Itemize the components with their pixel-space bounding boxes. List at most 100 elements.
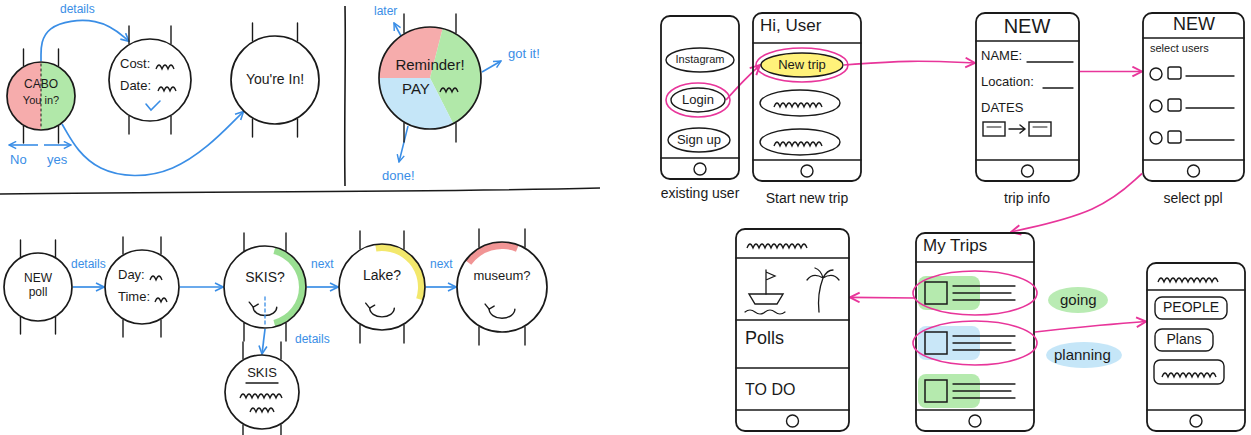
watch-strap (478, 327, 479, 345)
shape-outline (915, 232, 1035, 432)
sketch-group (666, 83, 730, 117)
sketch-stroke (745, 310, 785, 314)
selection-ring (666, 83, 730, 117)
sketch-group (753, 13, 861, 181)
watch-strap (455, 14, 456, 33)
sketch-stroke (661, 157, 739, 159)
watch-strap (20, 240, 21, 257)
screen-text: NAME: (981, 48, 1022, 64)
watch-strap (243, 233, 244, 251)
screen-text: Sign up (677, 132, 721, 148)
screen-text: Reminder! (395, 56, 464, 74)
watch-strap (128, 26, 129, 44)
watch-strap (359, 325, 360, 343)
button-outline (761, 53, 843, 77)
flow-arrow (850, 297, 915, 299)
shape-outline (752, 12, 862, 182)
watch-screen: Lake? (338, 243, 426, 331)
flow-arrow (73, 286, 104, 288)
watch-strap (359, 231, 360, 249)
phone-screen: PEOPLEPlans (1146, 262, 1246, 432)
note-label: done! (380, 168, 417, 184)
scribble (150, 276, 162, 280)
scribble (774, 103, 822, 107)
screen-text: DATES (981, 100, 1023, 116)
screen-text: You're In! (246, 71, 304, 88)
screen-text: Polls (745, 328, 784, 350)
sketch-stroke (736, 257, 849, 258)
phone-frame (1147, 263, 1245, 431)
screen-text: SKIS? (245, 269, 285, 286)
watch-face (379, 27, 481, 129)
sketch-group (224, 233, 306, 341)
sketch-group (4, 240, 72, 334)
sketch-stroke (953, 335, 1015, 336)
watch-screen: SKIS? (223, 245, 307, 329)
watch-face (4, 253, 72, 321)
sketch-stroke (953, 397, 1015, 398)
watch-color-zone (273, 247, 306, 326)
sketch-stroke (766, 270, 775, 294)
screen-caption: existing user (661, 185, 740, 202)
sketch-stroke (1186, 75, 1234, 76)
button-outline (760, 90, 840, 116)
status-blob (1046, 342, 1122, 368)
watch-face (225, 355, 299, 429)
screen-text: SKIS (247, 365, 277, 381)
watch-strap (122, 320, 123, 337)
watch-screen: CABOYou in? (6, 61, 76, 131)
scribble (774, 142, 822, 146)
button-outline (760, 129, 840, 155)
watch-screen: NEW poll (3, 252, 73, 322)
sketch-stroke (753, 159, 861, 161)
watch-strap (58, 126, 59, 143)
sketch-stroke (987, 127, 1001, 128)
watch-strap (403, 14, 404, 33)
divider-line (0, 188, 600, 194)
watch-color-zone (466, 242, 519, 265)
watch-strap (242, 425, 243, 435)
screen-caption: Start new trip (766, 190, 848, 207)
flow-arrow (262, 329, 265, 354)
scribble (158, 87, 176, 91)
screen-caption: trip info (1004, 190, 1050, 207)
flow-arrow (844, 61, 975, 65)
sketch-group (736, 229, 849, 431)
home-button (1188, 165, 1200, 177)
watch-strap (285, 323, 286, 341)
edge-label: next (428, 257, 455, 271)
date-box (983, 122, 1005, 136)
phone-frame (661, 16, 739, 179)
sketch-stroke (1186, 107, 1234, 108)
watch-strap (524, 327, 525, 345)
note-label: going (1058, 291, 1099, 309)
screen-text: Date: (120, 78, 151, 94)
home-button (801, 165, 813, 177)
screen-text: TO DO (745, 380, 795, 399)
sketch-stroke (246, 382, 278, 383)
watch-strap (160, 237, 161, 254)
watch-strap (128, 116, 129, 134)
sketch-group (109, 26, 191, 134)
sketch-stroke (1186, 139, 1234, 140)
phone-frame (1143, 13, 1244, 181)
watch-screen: SKIS (224, 354, 300, 430)
phone-frame (976, 13, 1079, 181)
sketch-group (457, 229, 547, 345)
screen-text: CABO (24, 77, 58, 91)
app-button: PEOPLE (1154, 296, 1228, 320)
selection-ring (756, 48, 848, 82)
sketch-group (661, 16, 739, 179)
sketch-group (756, 48, 848, 82)
swipe-arrow (44, 144, 71, 146)
selection-ring (913, 321, 1037, 365)
watch-face (224, 246, 306, 328)
swipe-arrow (394, 23, 401, 36)
shape-outline (456, 241, 548, 333)
flow-arrow (1080, 71, 1142, 73)
shape-outline (975, 12, 1080, 182)
home-button (694, 163, 706, 175)
home-button (1022, 165, 1034, 177)
screen-text: Time: (118, 289, 150, 305)
button-outline (668, 128, 730, 152)
